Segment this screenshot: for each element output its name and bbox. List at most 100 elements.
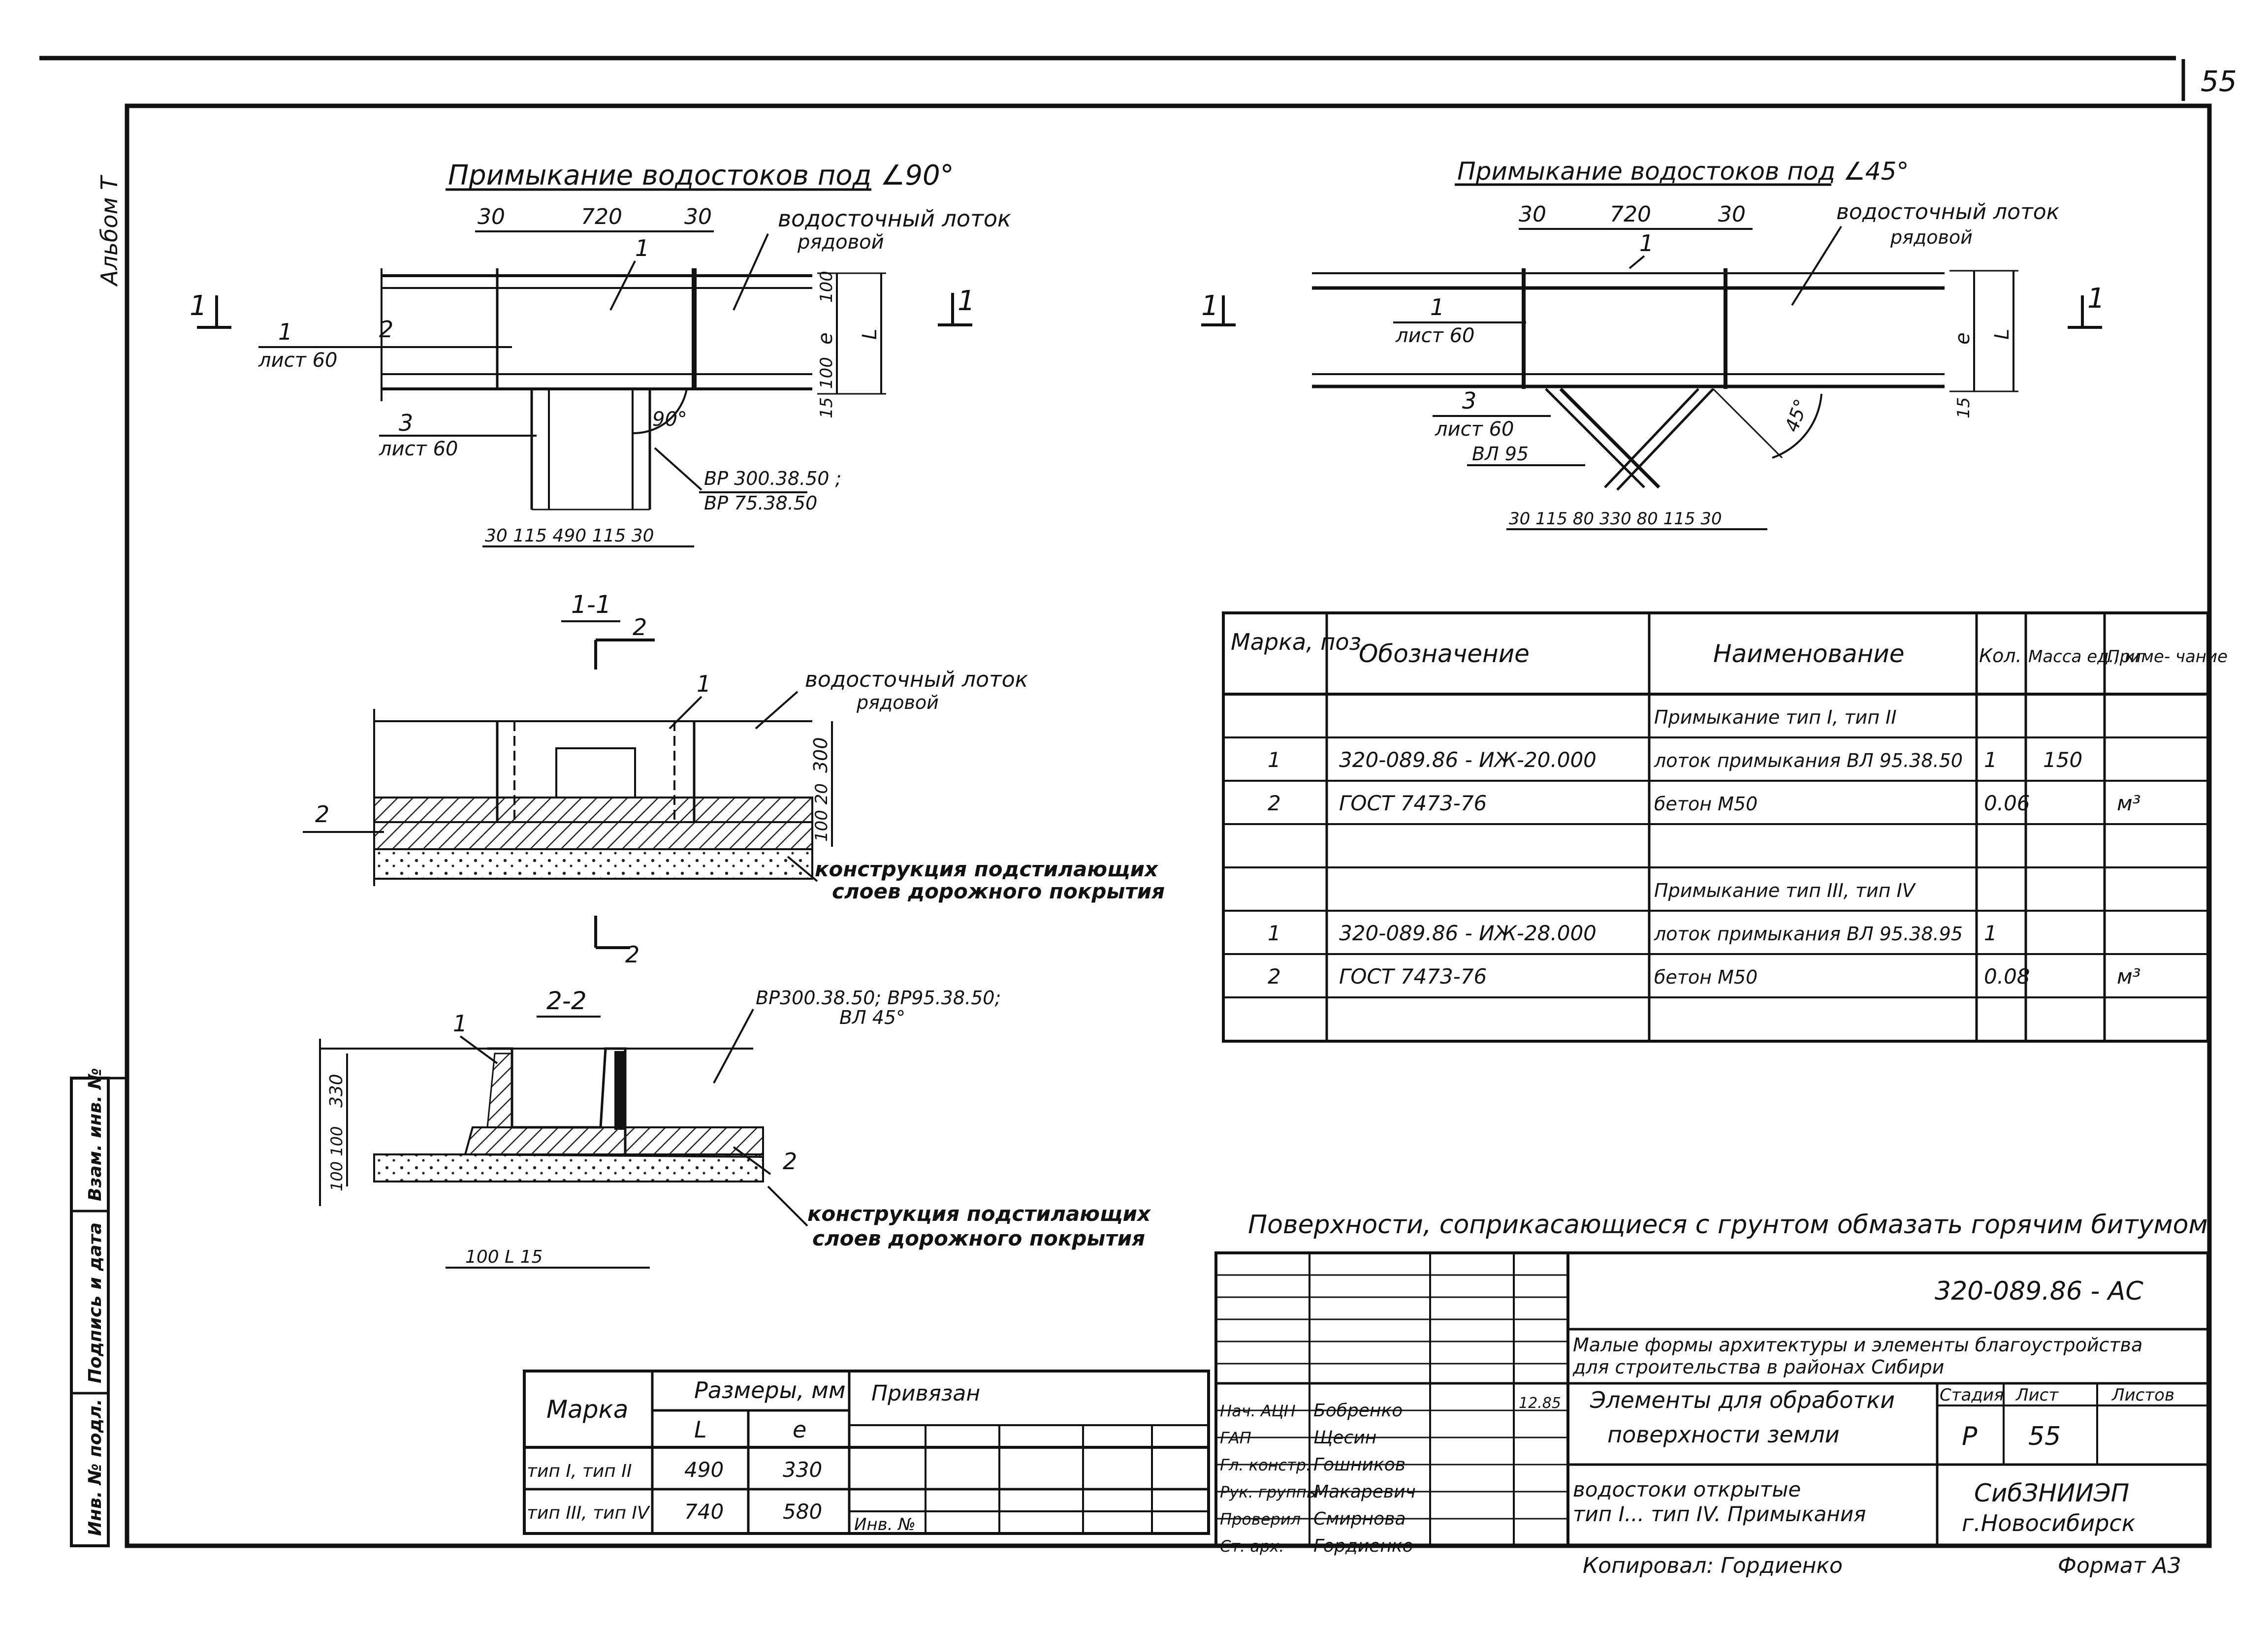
dim-45-right: 30 — [1718, 202, 1746, 227]
dim-45-rL: L — [1991, 329, 2013, 340]
size-h-e: e — [793, 1416, 806, 1443]
tb-h-stage: Стадия — [1940, 1385, 2004, 1405]
stamp-signature-date: Подпись и дата — [85, 1222, 105, 1383]
tb-org-2: г.Новосибирск — [1962, 1510, 2136, 1536]
section-2-2-dim-bottom: 100 L 15 — [465, 1247, 543, 1267]
sheet-ref-90-1: 1 — [278, 319, 292, 345]
tb-stage: Р — [1962, 1422, 1978, 1451]
tb-role: Нач. АЦН — [1220, 1402, 1296, 1420]
elem-ref-90: ВР 300.38.50 ; — [704, 468, 841, 489]
spec-cell: 2 — [1268, 964, 1281, 989]
section-1-1-title: 1-1 — [571, 590, 611, 619]
tb-role: Ст. арх. — [1220, 1537, 1284, 1556]
spec-cell: 0.06 — [1984, 791, 2030, 815]
tb-date: 12.85 — [1519, 1395, 1561, 1412]
section-2-2-ref2: ВЛ 45° — [839, 1007, 905, 1028]
tray-label-90: водосточный лоток — [778, 205, 1011, 232]
spec-h-note: Приме- чание — [2107, 647, 2228, 667]
dim-90-r3: 100 — [817, 357, 836, 389]
section-1-1-tray: водосточный лоток — [805, 667, 1028, 692]
section-1-1-mark-top: 2 — [633, 614, 647, 640]
size-r2-e: 580 — [783, 1500, 822, 1524]
section-1-1-note-1: конструкция подстилающих — [815, 857, 1159, 881]
dim-90-re: e — [814, 332, 837, 345]
section-2-2-pos2: 2 — [783, 1148, 797, 1175]
spec-h-designation: Обозначение — [1359, 639, 1530, 668]
spec-cell: 1 — [1268, 921, 1281, 945]
section-mark-45-right: 1 — [2087, 283, 2105, 315]
sheet-ref-90-1b: лист 60 — [258, 349, 337, 372]
tb-person: Макаревич — [1313, 1482, 1416, 1502]
section-1-1-dim-300: 300 — [810, 737, 831, 773]
elem-ref-45: ВЛ 95 — [1472, 443, 1529, 465]
tb-role: ГАП — [1220, 1429, 1251, 1447]
tb-drawing-title-1: водостоки открытые — [1573, 1477, 1801, 1501]
tb-h-sheet: Лист — [2015, 1385, 2059, 1405]
drawing-45-title: Примыкание водостоков под ∠45° — [1457, 157, 1909, 186]
drawing-90-title: Примыкание водостоков под ∠90° — [448, 160, 954, 192]
pos-45-1: 1 — [1639, 230, 1654, 256]
spec-cell: Примыкание тип I, тип II — [1654, 706, 1897, 728]
section-1-1-note-2: слоев дорожного покрытия — [832, 879, 1165, 903]
size-h-binding: Привязан — [871, 1381, 980, 1406]
angle-90: 90° — [652, 408, 687, 431]
dim-45-re: e — [1951, 332, 1974, 345]
section-1-1-pos1: 1 — [697, 670, 711, 697]
sheet-format: Формат А3 — [2058, 1553, 2181, 1578]
dim-90-right: 30 — [684, 204, 712, 229]
stamp-original-inv: Инв. № подл. — [85, 1399, 105, 1536]
left-stamp-strip: Взам. инв. № Подпись и дата Инв. № подл. — [70, 1068, 127, 1547]
section-2-2-pos1: 1 — [453, 1010, 467, 1037]
tb-drawing-title-2: тип I... тип IV. Примыкания — [1573, 1502, 1866, 1526]
tb-org-1: СибЗНИИЭП — [1974, 1479, 2129, 1507]
spec-cell: 1 — [1984, 921, 1997, 945]
tb-person: Бобренко — [1313, 1401, 1403, 1421]
pos-90-3: 3 — [399, 410, 413, 436]
tb-h-sheets: Листов — [2111, 1385, 2174, 1405]
dim-90-r4: 15 — [817, 397, 836, 418]
tb-role: Гл. констр. — [1220, 1456, 1311, 1474]
size-inv-label: Инв. № — [854, 1515, 916, 1534]
spec-cell: 0.08 — [1984, 964, 2030, 989]
specification-table: Марка, поз. Обозначение Наименование Кол… — [1222, 611, 2228, 1043]
section-mark-45-left: 1 — [1201, 290, 1219, 322]
spec-h-qty: Кол. — [1979, 645, 2022, 667]
section-2-2-note-1: конструкция подстилающих — [807, 1202, 1151, 1226]
dim-90-left: 30 — [478, 204, 505, 229]
spec-h-mark: Марка, поз. — [1231, 629, 1369, 655]
dim-90-r1: 100 — [817, 271, 836, 303]
section-2-2-note-2: слоев дорожного покрытия — [812, 1226, 1145, 1250]
dim-90-rL: L — [859, 329, 881, 340]
spec-cell: м³ — [2117, 791, 2141, 815]
spec-cell: м³ — [2117, 964, 2141, 989]
spec-cell: 320-089.86 - ИЖ-20.000 — [1339, 748, 1597, 772]
tb-doc-code: 320-089.86 - АС — [1935, 1277, 2143, 1306]
size-r1-L: 490 — [684, 1458, 724, 1482]
size-r1-e: 330 — [783, 1458, 822, 1482]
sheet-ref-45-3b: лист 60 — [1435, 418, 1514, 441]
spec-cell: 2 — [1268, 791, 1281, 815]
section-mark-90-left: 1 — [190, 290, 207, 322]
tb-project-2: для строительства в районах Сибири — [1572, 1356, 1944, 1378]
section-2-2-dim-left2: 100 100 — [327, 1126, 346, 1191]
tray-sub-90: рядовой — [797, 231, 884, 254]
dim-45-r4: 15 — [1954, 397, 1974, 418]
bitumen-note: Поверхности, соприкасающиеся с грунтом о… — [1248, 1210, 2208, 1240]
spec-h-name: Наименование — [1713, 639, 1905, 668]
spec-h-mass: Масса ед., кг — [2028, 647, 2144, 667]
drawing-junction-45: Примыкание водостоков под ∠45° 30 720 30… — [1201, 157, 2105, 530]
spec-cell: 150 — [2043, 748, 2082, 772]
tb-sheet: 55 — [2028, 1422, 2061, 1451]
album-label: Альбом Т — [96, 174, 123, 287]
section-2-2-ref1: ВР300.38.50; ВР95.38.50; — [756, 987, 1001, 1009]
pos-90-2: 2 — [379, 316, 393, 343]
section-2-2-dim-left: 330 — [326, 1074, 347, 1108]
elem-ref-90b: ВР 75.38.50 — [704, 492, 817, 514]
sheet-ref-90-3b: лист 60 — [379, 438, 458, 460]
spec-cell: 320-089.86 - ИЖ-28.000 — [1339, 921, 1597, 945]
tb-sheet-title-1: Элементы для обработки — [1590, 1387, 1895, 1413]
section-1-1-tray-sub: рядовой — [856, 692, 939, 713]
sheet-ref-45-1b: лист 60 — [1395, 324, 1474, 347]
